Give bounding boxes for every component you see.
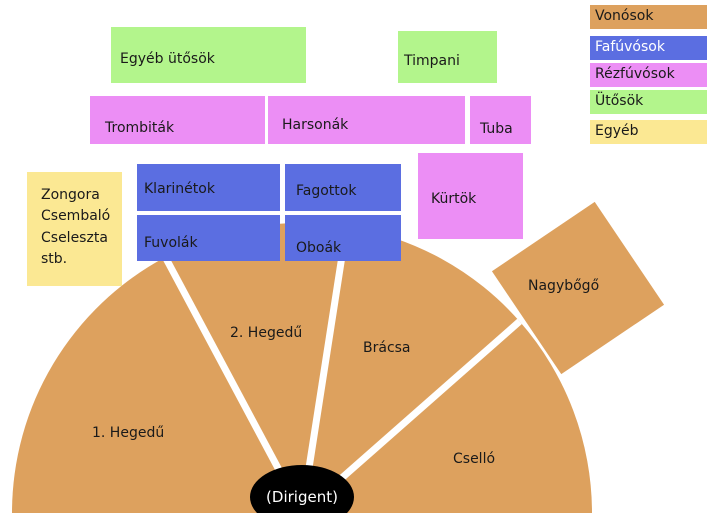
horns-section: Kürtök — [418, 153, 523, 239]
keyboards-section: Zongora Csembaló Cseleszta stb. — [27, 172, 122, 286]
oboes-label: Oboák — [296, 240, 342, 256]
other-percussion-label: Egyéb ütősök — [120, 51, 215, 67]
legend-other: Egyéb — [590, 120, 707, 144]
violin1-section — [11, 257, 302, 513]
violin2-label: 2. Hegedű — [230, 325, 302, 341]
violin2-section — [165, 222, 347, 513]
legend-woodwinds-label: Fafúvósok — [595, 39, 665, 55]
tuba-label: Tuba — [480, 121, 513, 137]
keyboards-label-1: Zongora — [41, 187, 100, 203]
keyboards-label-4: stb. — [41, 251, 68, 267]
horns-label: Kürtök — [431, 191, 477, 207]
legend-strings-label: Vonósok — [595, 8, 654, 24]
keyboards-label-3: Cseleszta — [41, 230, 108, 246]
legend-brass: Rézfúvósok — [590, 63, 707, 87]
violin1-label: 1. Hegedű — [92, 425, 164, 441]
cello-section — [302, 321, 592, 513]
flutes-section: Fuvolák — [137, 215, 280, 261]
cello-label: Cselló — [453, 451, 495, 467]
conductor-podium — [250, 465, 354, 513]
legend-percussion-label: Ütősök — [595, 93, 644, 109]
conductor-label: (Dirigent) — [266, 488, 338, 506]
double-bass-label: Nagybőgő — [528, 278, 599, 294]
trombones-label: Harsonák — [282, 117, 349, 133]
bassoons-label: Fagottok — [296, 183, 357, 199]
clarinets-label: Klarinétok — [144, 181, 215, 197]
legend-other-label: Egyéb — [595, 123, 639, 139]
keyboards-label-2: Csembaló — [41, 208, 111, 224]
legend-strings: Vonósok — [590, 5, 707, 29]
oboes-section: Oboák — [285, 215, 401, 261]
timpani-section: Timpani — [398, 31, 497, 83]
timpani-label: Timpani — [404, 53, 460, 69]
trombones-section: Harsonák — [268, 96, 465, 144]
flutes-label: Fuvolák — [144, 235, 198, 251]
legend-percussion: Ütősök — [590, 90, 707, 114]
legend-brass-label: Rézfúvósok — [595, 66, 675, 82]
trumpets-label: Trombiták — [105, 120, 175, 136]
bassoons-section: Fagottok — [285, 164, 401, 211]
viola-section — [302, 226, 520, 513]
legend-woodwinds: Fafúvósok — [590, 36, 707, 60]
double-bass-section — [491, 201, 665, 375]
clarinets-section: Klarinétok — [137, 164, 280, 211]
other-percussion-section: Egyéb ütősök — [111, 27, 306, 83]
trumpets-section: Trombiták — [90, 96, 265, 144]
tuba-section: Tuba — [470, 96, 531, 144]
viola-label: Brácsa — [363, 340, 411, 356]
